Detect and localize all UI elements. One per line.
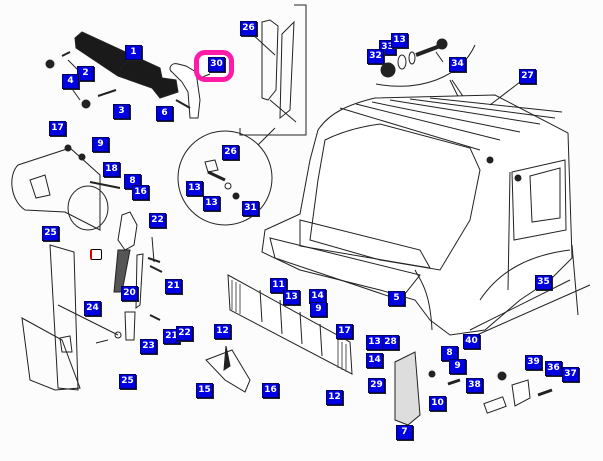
callout-20[interactable]: 20 (121, 286, 138, 301)
door-panel-part (21, 244, 122, 391)
callout-38[interactable]: 38 (466, 378, 483, 393)
callout-13-detail-b[interactable]: 13 (203, 196, 220, 211)
cover-part (11, 144, 121, 231)
callout-22-upper[interactable]: 22 (149, 213, 166, 228)
callout-12-left[interactable]: 12 (214, 324, 231, 339)
latch-spring-parts (113, 211, 163, 341)
callout-9-right[interactable]: 9 (449, 359, 466, 374)
callout-3[interactable]: 3 (113, 104, 130, 119)
cab-body (261, 94, 591, 339)
callout-25-upper[interactable]: 25 (42, 226, 59, 241)
callout-14-grille-b[interactable]: 14 (366, 353, 383, 368)
callout-1[interactable]: 1 (125, 45, 142, 60)
callout-13-detail-a[interactable]: 13 (186, 181, 203, 196)
callout-4[interactable]: 4 (62, 74, 79, 89)
callout-16-left[interactable]: 16 (132, 185, 149, 200)
callout-13-grille-a[interactable]: 13 (283, 290, 300, 305)
callout-35[interactable]: 35 (535, 275, 552, 290)
corner-panel-part (394, 351, 461, 426)
callout-6[interactable]: 6 (156, 106, 173, 121)
callout-13-top[interactable]: 13 (391, 33, 408, 48)
step-part (205, 345, 251, 393)
callout-9-grille[interactable]: 9 (310, 302, 327, 317)
callout-11[interactable]: 11 (270, 278, 287, 293)
callout-36[interactable]: 36 (545, 361, 562, 376)
callout-13-grille-b[interactable]: 13 (366, 335, 383, 350)
callout-2[interactable]: 2 (77, 66, 94, 81)
grille-panel-part (227, 274, 353, 375)
callout-23[interactable]: 23 (140, 339, 157, 354)
right-bracket-parts (483, 371, 553, 414)
callout-24[interactable]: 24 (84, 301, 101, 316)
callout-7[interactable]: 7 (396, 425, 413, 440)
callout-26-detail[interactable]: 26 (222, 145, 239, 160)
callout-21-upper[interactable]: 21 (165, 279, 182, 294)
callout-32[interactable]: 32 (367, 49, 384, 64)
callout-34[interactable]: 34 (449, 57, 466, 72)
callout-17-grille[interactable]: 17 (336, 324, 353, 339)
callout-17-top[interactable]: 17 (49, 121, 66, 136)
callout-26-top[interactable]: 26 (240, 21, 257, 36)
callout-29[interactable]: 29 (368, 378, 385, 393)
highlight-ring (194, 50, 234, 82)
mirror-arm-part (239, 4, 307, 136)
callout-37[interactable]: 37 (562, 367, 579, 382)
callout-28[interactable]: 28 (382, 335, 399, 350)
callout-25-lower[interactable]: 25 (119, 374, 136, 389)
callout-27[interactable]: 27 (519, 69, 536, 84)
callout-10[interactable]: 10 (429, 396, 446, 411)
empty-callout-marker[interactable] (90, 249, 102, 260)
callout-40[interactable]: 40 (463, 334, 480, 349)
callout-31[interactable]: 31 (242, 201, 259, 216)
callout-5[interactable]: 5 (388, 291, 405, 306)
callout-39[interactable]: 39 (525, 355, 542, 370)
callout-12-bottom[interactable]: 12 (326, 390, 343, 405)
callout-9-top[interactable]: 9 (92, 137, 109, 152)
callout-22-lower[interactable]: 22 (176, 326, 193, 341)
detail-circle (177, 127, 276, 226)
callout-30[interactable]: 30 (208, 57, 225, 72)
callout-18[interactable]: 18 (103, 162, 120, 177)
callout-15[interactable]: 15 (196, 383, 213, 398)
callout-16-step[interactable]: 16 (262, 383, 279, 398)
